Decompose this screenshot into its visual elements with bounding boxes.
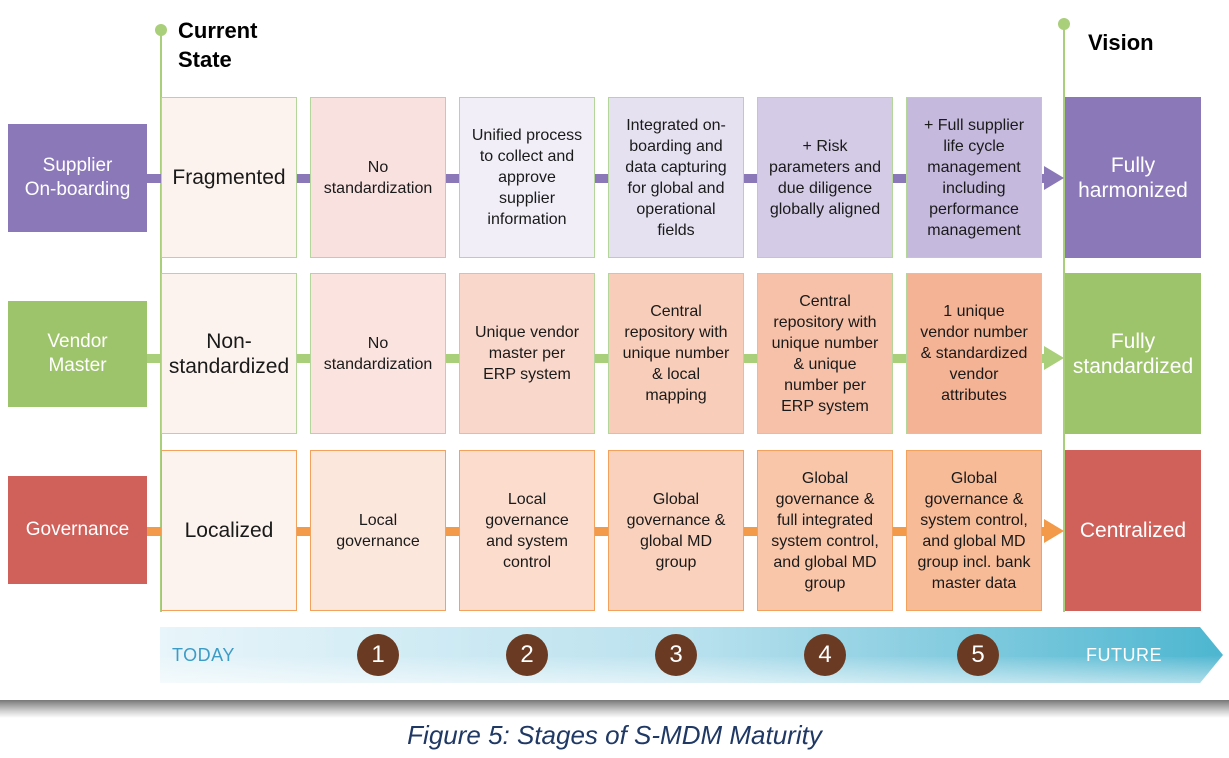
timeline-end-label: FUTURE [1086,645,1162,665]
stage-cell-5: + Full supplier life cycle management in… [906,97,1042,258]
stage-cell-current: Non- standardized [161,273,297,434]
timeline-start-label: TODAY [172,645,235,665]
stage-number-5: 5 [957,634,999,676]
stage-cell-3: Integrated on- boarding and data capturi… [608,97,744,258]
vision-line [1063,24,1065,612]
current-state-dot [155,24,167,36]
stage-cell-2: Local governance and system control [459,450,595,611]
row-label-vendor-master: Vendor Master [8,301,147,407]
stage-cell-3: Central repository with unique number & … [608,273,744,434]
stage-cell-2: Unique vendor master per ERP system [459,273,595,434]
stage-cell-1: No standardization [310,273,446,434]
vision-box-supplier: Fully harmonized [1065,97,1201,258]
stage-cell-current: Localized [161,450,297,611]
row-label-supplier-onboarding: Supplier On-boarding [8,124,147,232]
row-arrow-governance [1044,519,1064,543]
row-connector-governance [147,527,1047,536]
stage-cell-4: Global governance & full integrated syst… [757,450,893,611]
stage-number-2: 2 [506,634,548,676]
vision-box-vendor: Fully standardized [1065,273,1201,434]
row-connector-vendor [147,354,1047,363]
row-arrow-supplier [1044,166,1064,190]
row-arrow-vendor [1044,346,1064,370]
maturity-diagram: Current State Vision Supplier On-boardin… [8,18,1223,683]
stage-cell-5: Global governance & system control, and … [906,450,1042,611]
stage-cell-4: Central repository with unique number & … [757,273,893,434]
stage-cell-current: Fragmented [161,97,297,258]
stage-cell-4: + Risk parameters and due diligence glob… [757,97,893,258]
vision-dot [1058,18,1070,30]
vision-box-governance: Centralized [1065,450,1201,611]
current-state-heading: Current State [178,18,258,72]
row-connector-supplier [147,174,1047,183]
stage-cell-2: Unified process to collect and approve s… [459,97,595,258]
stage-cell-1: No standardization [310,97,446,258]
stage-cell-5: 1 unique vendor number & standardized ve… [906,273,1042,434]
stage-cell-1: Local governance [310,450,446,611]
stage-cell-3: Global governance & global MD group [608,450,744,611]
stage-number-3: 3 [655,634,697,676]
figure-caption: Figure 5: Stages of S-MDM Maturity [407,720,822,750]
stage-number-1: 1 [357,634,399,676]
row-label-governance: Governance [8,476,147,584]
stage-number-4: 4 [804,634,846,676]
figure-shadow [0,700,1229,718]
vision-heading: Vision [1088,30,1154,55]
